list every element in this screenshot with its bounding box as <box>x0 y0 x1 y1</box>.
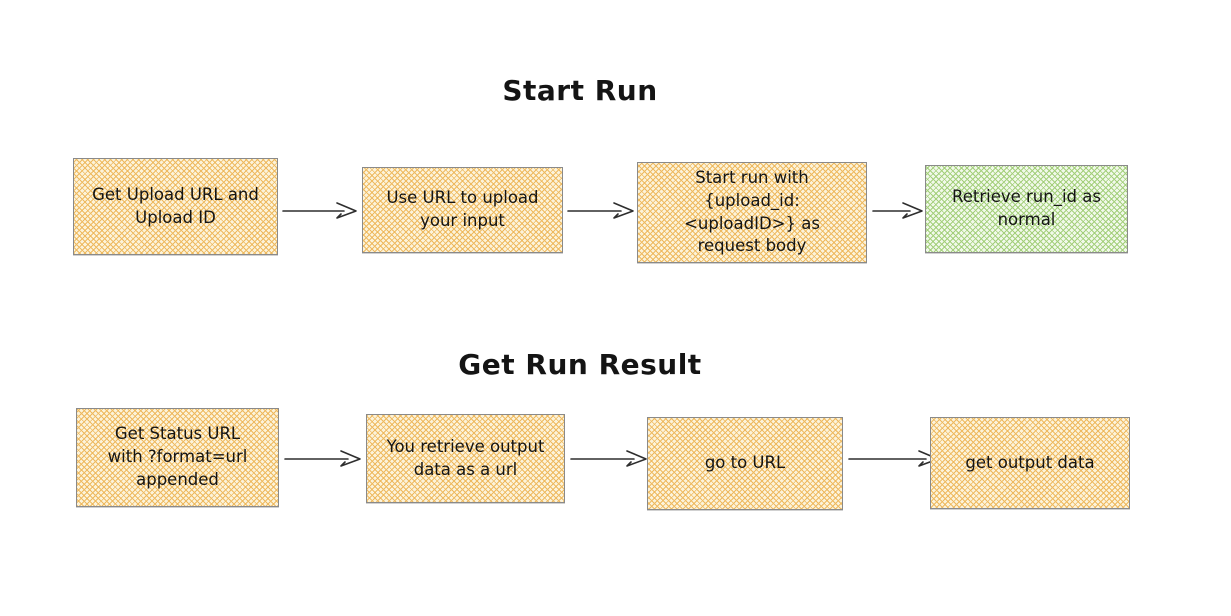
section-title-start-run: Start Run <box>502 74 658 107</box>
node-use-url-to-upload: Use URL to upload your input <box>362 167 563 253</box>
node-get-output-data: get output data <box>930 417 1130 509</box>
flow-arrow <box>570 450 647 467</box>
section-title-get-run-result: Get Run Result <box>458 348 702 381</box>
flow-arrow <box>872 202 923 219</box>
node-start-run-with-upload-id: Start run with {upload_id: <uploadID>} a… <box>637 162 867 263</box>
flow-arrow <box>282 202 357 219</box>
node-label: Get Status URL with ?format=url appended <box>107 424 248 489</box>
node-retrieve-run-id: Retrieve run_id as normal <box>925 165 1128 253</box>
node-get-upload-url-and-id: Get Upload URL and Upload ID <box>73 158 278 255</box>
node-label: Use URL to upload your input <box>386 188 539 230</box>
node-retrieve-output-url: You retrieve output data as a url <box>366 414 565 503</box>
flow-arrow <box>848 450 939 467</box>
node-go-to-url: go to URL <box>647 417 843 510</box>
node-label: go to URL <box>704 453 786 473</box>
flow-arrow <box>567 202 634 219</box>
flow-arrow <box>284 450 361 467</box>
node-get-status-url: Get Status URL with ?format=url appended <box>76 408 279 507</box>
node-label: Retrieve run_id as normal <box>952 187 1101 229</box>
node-label: get output data <box>965 452 1095 472</box>
node-label: You retrieve output data as a url <box>386 436 545 479</box>
node-label: Start run with {upload_id: <uploadID>} a… <box>684 167 820 256</box>
node-label: Get Upload URL and Upload ID <box>92 184 259 227</box>
